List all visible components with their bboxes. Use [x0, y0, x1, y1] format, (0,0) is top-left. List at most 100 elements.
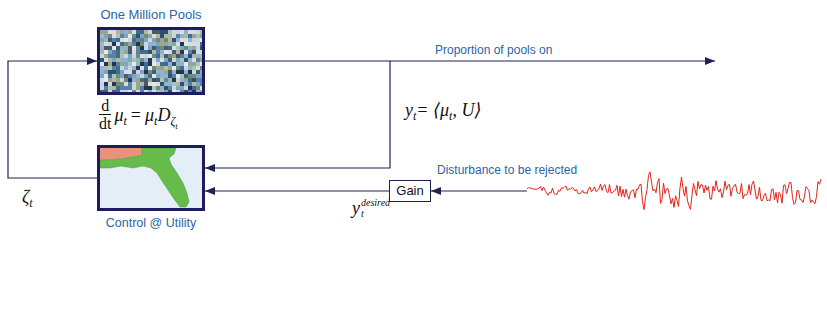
pool-photo-tile: [136, 46, 140, 50]
pool-photo-tile: [156, 54, 160, 58]
pool-photo-tile: [188, 86, 192, 90]
pool-photo-tile: [196, 30, 200, 34]
pool-photo-tile: [120, 86, 124, 90]
pool-photo-tile: [140, 86, 144, 90]
pool-photo-tile: [172, 82, 176, 86]
pool-photo-tile: [184, 78, 188, 82]
pool-photo-tile: [108, 74, 112, 78]
pool-photo-tile: [140, 78, 144, 82]
pool-photo-tile: [116, 86, 120, 90]
pool-photo-tile: [164, 70, 168, 74]
pool-photo-tile: [192, 42, 196, 46]
pool-photo-tile: [148, 70, 152, 74]
pool-photo-tile: [116, 62, 120, 66]
pool-photo-tile: [196, 62, 200, 66]
pool-photo-tile: [152, 42, 156, 46]
pool-photo-tile: [112, 58, 116, 62]
pool-photo-tile: [172, 70, 176, 74]
pool-photo-tile: [148, 90, 152, 92]
pool-photo-tile: [188, 30, 192, 34]
subscript: t: [361, 208, 364, 219]
pool-photo-tile: [140, 82, 144, 86]
pool-photo-tile: [136, 70, 140, 74]
pool-photo-tile: [152, 74, 156, 78]
pool-photo-tile: [128, 58, 132, 62]
pool-photo-tile: [140, 30, 144, 34]
pool-photo-tile: [144, 70, 148, 74]
pool-photo-tile: [140, 46, 144, 50]
pool-photo-tile: [188, 34, 192, 38]
pool-photo-tile: [140, 34, 144, 38]
reference-symbol: y: [352, 198, 360, 218]
pool-photo-tile: [128, 74, 132, 78]
pool-photo-tile: [116, 38, 120, 42]
pool-photo-tile: [180, 86, 184, 90]
pool-photo-tile: [120, 38, 124, 42]
pool-photo-tile: [180, 34, 184, 38]
pool-photo-tile: [196, 46, 200, 50]
pool-photo-tile: [100, 42, 104, 46]
math-symbol: y: [405, 100, 413, 120]
pool-photo-tile: [200, 78, 202, 82]
pool-photo-tile: [128, 46, 132, 50]
pool-photo-tile: [192, 34, 196, 38]
pool-photo-tile: [200, 54, 202, 58]
layout-lines: [390, 61, 821, 210]
pool-photo-tile: [104, 54, 108, 58]
pool-photo-tile: [172, 54, 176, 58]
pool-photo-tile: [160, 62, 164, 66]
pool-photo-tile: [108, 38, 112, 42]
pool-photo-tile: [156, 38, 160, 42]
pool-photo-tile: [184, 34, 188, 38]
pool-photo-tile: [180, 42, 184, 46]
math-symbol: y: [352, 198, 360, 218]
pool-photo-tile: [168, 42, 172, 46]
pool-photo-tile: [108, 62, 112, 66]
control-signal-label: ζt: [22, 187, 33, 207]
pool-photo-tile: [108, 58, 112, 62]
pool-photo-tile: [156, 46, 160, 50]
pool-photo-tile: [192, 46, 196, 50]
pool-photo-tile: [180, 82, 184, 86]
pool-photo-tile: [168, 54, 172, 58]
fraction-denominator: dt: [99, 115, 111, 132]
output-label: Proportion of pools on: [435, 43, 552, 57]
pool-photo-tile: [160, 50, 164, 54]
pool-photo-tile: [180, 66, 184, 70]
pool-photo-tile: [132, 70, 136, 74]
pool-photo-tile: [168, 62, 172, 66]
pool-photo-tile: [160, 38, 164, 42]
block-label: Gain: [396, 183, 423, 199]
pool-photo-tile: [148, 58, 152, 62]
pool-photo-tile: [132, 30, 136, 34]
pool-photo-tile: [144, 50, 148, 54]
disturbance-arrow: [431, 190, 527, 191]
pool-photo-tile: [196, 38, 200, 42]
reference-scripts: desiredt: [361, 197, 390, 219]
pool-photo-tile: [200, 58, 202, 62]
map-frame: [97, 145, 205, 211]
pool-photo-tile: [156, 50, 160, 54]
pool-photo-tile: [120, 78, 124, 82]
box-caption: Control @ Utility: [106, 216, 197, 231]
pool-photo-tile: [180, 62, 184, 66]
pool-photo-tile: [148, 74, 152, 78]
pool-photo-tile: [200, 62, 202, 66]
pool-photo-tile: [144, 58, 148, 62]
pool-photo-tile: [112, 74, 116, 78]
pool-photo-tile: [156, 34, 160, 38]
pool-photo-tile: [160, 46, 164, 50]
pool-photo-tile: [184, 58, 188, 62]
pool-photo-tile: [132, 50, 136, 54]
pool-photo-tile: [124, 58, 128, 62]
pool-photo-tile: [128, 90, 132, 92]
pool-photo-tile: [176, 42, 180, 46]
pool-photo-tile: [176, 82, 180, 86]
pool-photo-tile: [100, 62, 104, 66]
pool-photo-tile: [128, 34, 132, 38]
pool-photo-tile: [120, 58, 124, 62]
pool-photo-tile: [200, 42, 202, 46]
pool-photo-tile: [172, 34, 176, 38]
pool-photo-tile: [124, 82, 128, 86]
pool-photo-tile: [156, 70, 160, 74]
